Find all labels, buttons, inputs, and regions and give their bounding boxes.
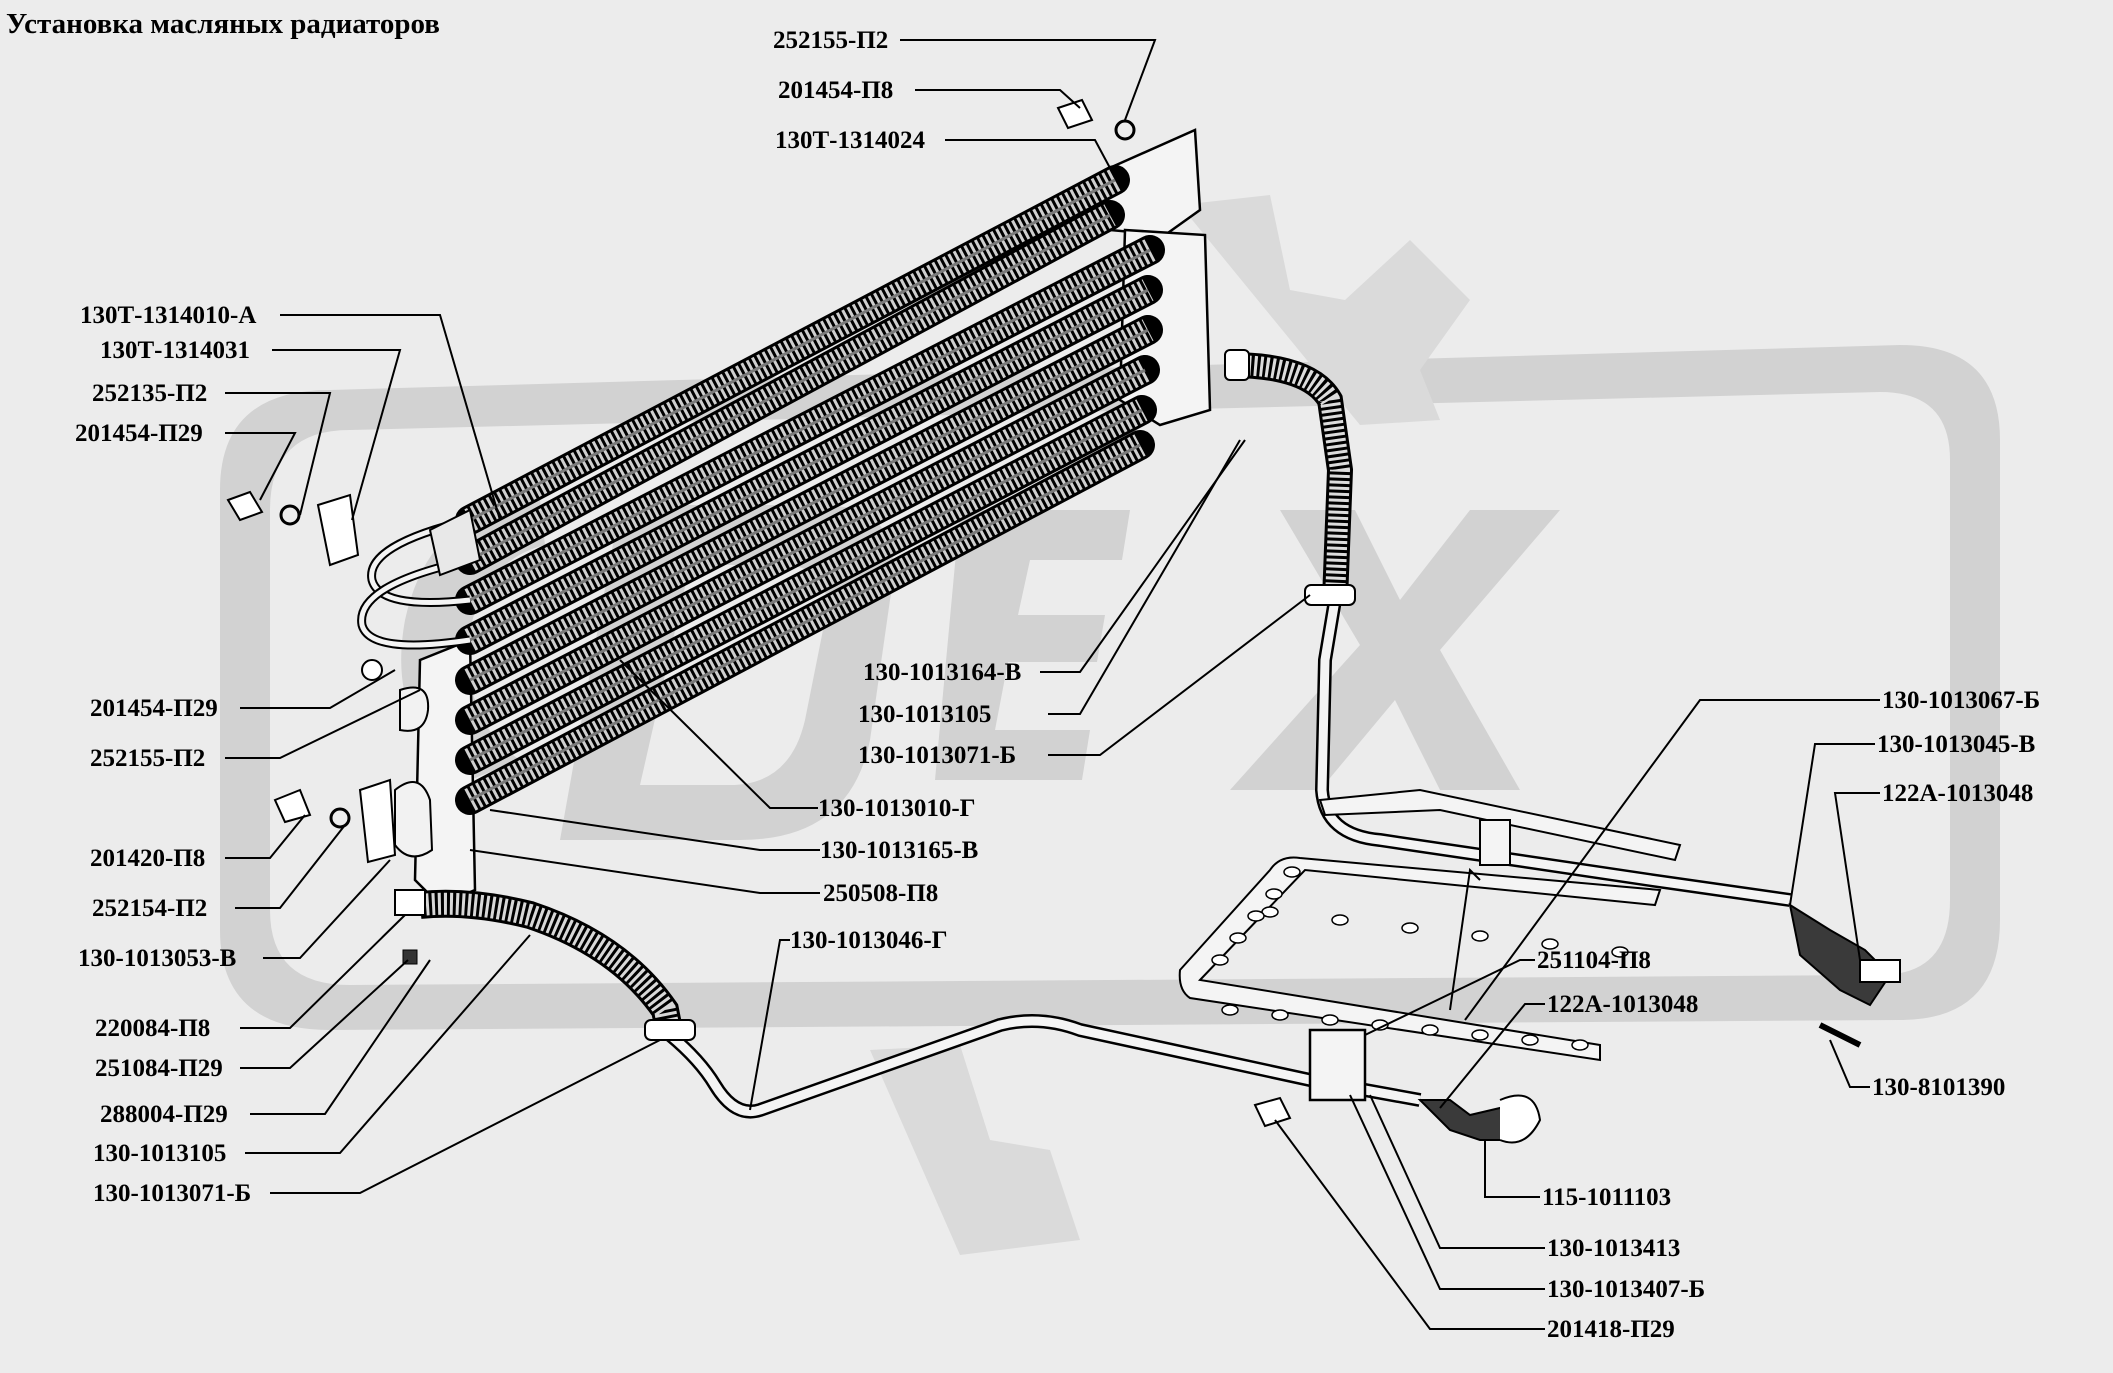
part-label: 201454-П29 [75,420,203,447]
bracket-hole [1471,930,1489,942]
clip [394,889,426,916]
part-label: 201418-П29 [1547,1316,1675,1343]
callout-labels: 252155-П2 201454-П8 130Т-1314024 130Т-13… [75,27,2040,1343]
part-label: 201454-П8 [778,77,893,104]
part-label: 130Т-1314010-А [80,302,256,329]
bracket-holes [1211,866,1629,1051]
bracket-hole [1471,1029,1489,1041]
part-label: 122А-1013048 [1882,780,2033,807]
bracket-hole [1611,946,1629,958]
part-label: 130-1013067-Б [1882,687,2040,714]
hose-clamp [1304,584,1356,606]
bracket-hole [1371,1019,1389,1031]
page-title: Установка масляных радиаторов [6,8,440,40]
bracket-hole [1541,938,1559,950]
plate-clip [316,493,360,567]
part-label: 130-1013071-Б [858,742,1016,769]
part-label: 130-8101390 [1872,1074,2005,1101]
frame-bracket [1178,788,1682,1102]
bracket-hole [1331,914,1349,926]
part-label: 130-1013105 [858,701,991,728]
clamp-block [1479,819,1511,866]
washer [329,807,351,829]
bolt [273,788,312,824]
bracket-hole [1421,1024,1439,1036]
part-label: 115-1011103 [1542,1184,1671,1211]
part-label: 251104-П8 [1537,947,1651,974]
part-label: 220084-П8 [95,1015,210,1042]
bracket-hole [1211,954,1229,966]
nut [361,659,383,681]
part-label: 252155-П2 [773,27,888,54]
oil-lines [418,349,1901,1144]
part-label: 130-1013010-Г [818,795,976,822]
part-label: 130Т-1314031 [100,337,250,364]
bracket-hole [1265,888,1283,900]
part-label: 130-1013045-В [1877,731,2035,758]
washer [1114,119,1136,141]
part-label: 130-1013105 [93,1140,226,1167]
leader-lines [225,39,1880,1330]
part-label: 130-1013407-Б [1547,1276,1705,1303]
part-label: 130-1013053-В [78,945,236,972]
part-label: 130-1013071-Б [93,1180,251,1207]
part-label: 288004-П29 [100,1101,228,1128]
bracket-clamp [428,508,482,577]
part-label: 130-1013164-В [863,659,1021,686]
fasteners [226,98,1292,1128]
bolt [226,490,264,522]
side-bracket [394,781,434,858]
bracket-hole [1401,922,1419,934]
part-label: 252135-П2 [92,380,207,407]
bracket-hole [1229,932,1247,944]
part-label: 130-1013413 [1547,1235,1680,1262]
part-label: 130-1013165-В [820,837,978,864]
bracket-hole [1321,1014,1339,1026]
bracket-hole [1247,910,1265,922]
part-label: 250508-П8 [823,880,938,907]
part-label: 252154-П2 [92,895,207,922]
part-label: 130Т-1314024 [775,127,926,154]
part-label: 201454-П29 [90,695,218,722]
bracket-hole [1571,1039,1589,1051]
part-label: 201420-П8 [90,845,205,872]
part-label: 251084-П29 [95,1055,223,1082]
bracket-hole [1283,866,1301,878]
plate-clip [358,778,397,864]
finned-tubes [455,165,1165,815]
bolt [1253,1096,1292,1128]
bracket-hole [1271,1009,1289,1021]
part-label: 122А-1013048 [1547,991,1698,1018]
washer [279,504,301,526]
clamp-block [1308,1028,1367,1102]
part-label: 130-1013046-Г [790,927,948,954]
oil-radiator [357,128,1212,907]
hose-clamp [644,1019,696,1041]
bracket-hole [1521,1034,1539,1046]
bracket-hole [1221,1004,1239,1016]
hose-clamp [1224,349,1250,381]
part-label: 252155-П2 [90,745,205,772]
